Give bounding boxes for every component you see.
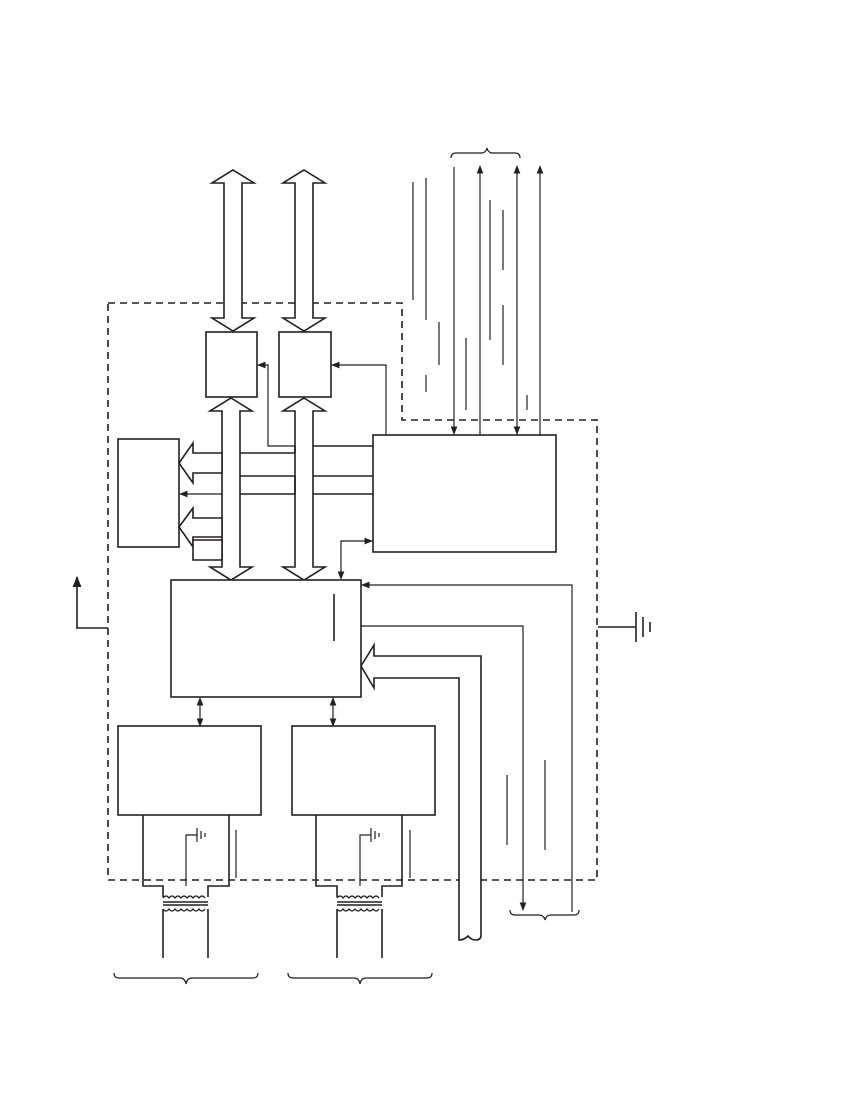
bus-arrow-to-memory-upper bbox=[178, 440, 223, 486]
control-line-buffer-left bbox=[257, 361, 295, 447]
bus-arrow-top-right bbox=[280, 169, 328, 332]
signal-processor-out bbox=[361, 625, 527, 911]
ground-icon-right-interface bbox=[359, 828, 411, 886]
signal-feedback-to-processor bbox=[361, 581, 573, 912]
bus-tap-lower-left bbox=[192, 539, 223, 561]
ground-icon-right bbox=[598, 612, 651, 642]
bus-arrow-mid-right bbox=[280, 397, 328, 581]
transformer-icon-left bbox=[142, 815, 230, 958]
brace-icon-bottom-center bbox=[287, 972, 433, 985]
leader-marks-top bbox=[412, 178, 528, 410]
dashed-boundary bbox=[107, 302, 598, 881]
buffer-box-right bbox=[278, 331, 332, 398]
controller-processor-link bbox=[337, 537, 373, 580]
ground-icon-left bbox=[185, 828, 237, 886]
controller-box bbox=[372, 434, 557, 553]
brace-icon-top bbox=[450, 147, 521, 159]
buffer-box-left bbox=[205, 331, 258, 398]
interface-box-right bbox=[291, 725, 436, 816]
output-arrow-left bbox=[72, 575, 108, 629]
memory-box bbox=[117, 438, 180, 548]
control-line-buffer-right bbox=[331, 361, 387, 435]
leader-marks-bottom-right bbox=[506, 760, 546, 850]
bus-arrow-top-left bbox=[209, 169, 257, 332]
bus-arrow-into-processor bbox=[360, 642, 482, 941]
interface-box-left bbox=[117, 725, 262, 816]
processor-box bbox=[170, 579, 362, 698]
transformer-icon-right bbox=[315, 815, 403, 958]
brace-icon-bottom-right bbox=[509, 909, 580, 921]
brace-icon-bottom-left bbox=[113, 972, 259, 985]
